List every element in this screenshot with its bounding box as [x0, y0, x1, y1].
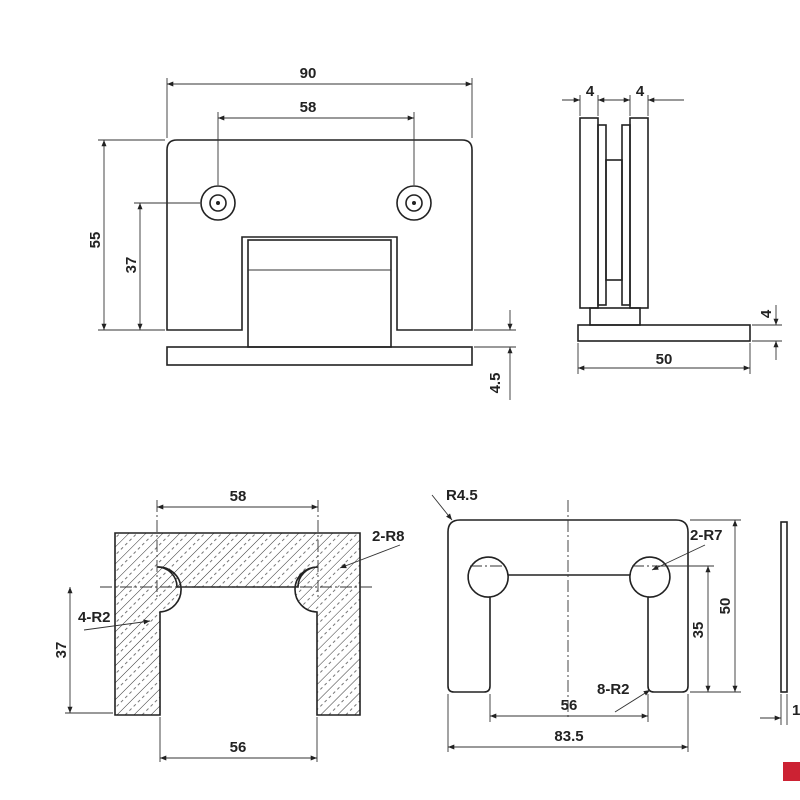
label-corner-radius: 4-R2	[78, 609, 111, 626]
front-view: 90 58 55 37 4.5	[87, 65, 516, 400]
screw-hole-icon	[396, 185, 432, 221]
glass-cutout-view: 58 2-R8 4-R2 37 56	[53, 488, 405, 762]
side-view: 4 4 4 50	[562, 83, 782, 374]
dim-base-length: 50	[656, 351, 673, 368]
dim-width: 90	[300, 65, 317, 82]
dim-plate-width: 83.5	[554, 728, 583, 745]
dim-left-thickness: 4	[586, 83, 595, 100]
dim-height: 55	[87, 232, 104, 249]
dim-cutout-hole-spacing: 58	[230, 488, 247, 505]
dim-base-thickness: 4.5	[487, 373, 504, 394]
dim-hole-spacing: 58	[300, 99, 317, 116]
dim-plate-height: 50	[717, 598, 734, 615]
dim-right-thickness: 4	[636, 83, 645, 100]
screw-hole-icon	[200, 185, 236, 221]
dim-side-base-thickness: 4	[758, 309, 775, 318]
plate-view: R4.5 2-R7 35 50 56 83.5 8-R2	[431, 487, 741, 752]
dim-plate-hole-height: 35	[690, 622, 707, 639]
label-plate-hole-radius: 2-R7	[690, 527, 723, 544]
label-hole-radius: 2-R8	[372, 528, 405, 545]
dim-edge-thickness: 1	[792, 702, 800, 719]
dim-plate-opening: 56	[561, 697, 578, 714]
red-marker	[783, 762, 800, 781]
dim-opening-width: 56	[230, 739, 247, 756]
dim-hole-height: 37	[123, 257, 140, 274]
edge-view: 1	[760, 521, 800, 725]
label-plate-corner-radius: R4.5	[446, 487, 478, 504]
label-inner-radius: 8-R2	[597, 681, 630, 698]
dim-cutout-depth: 37	[53, 642, 70, 659]
